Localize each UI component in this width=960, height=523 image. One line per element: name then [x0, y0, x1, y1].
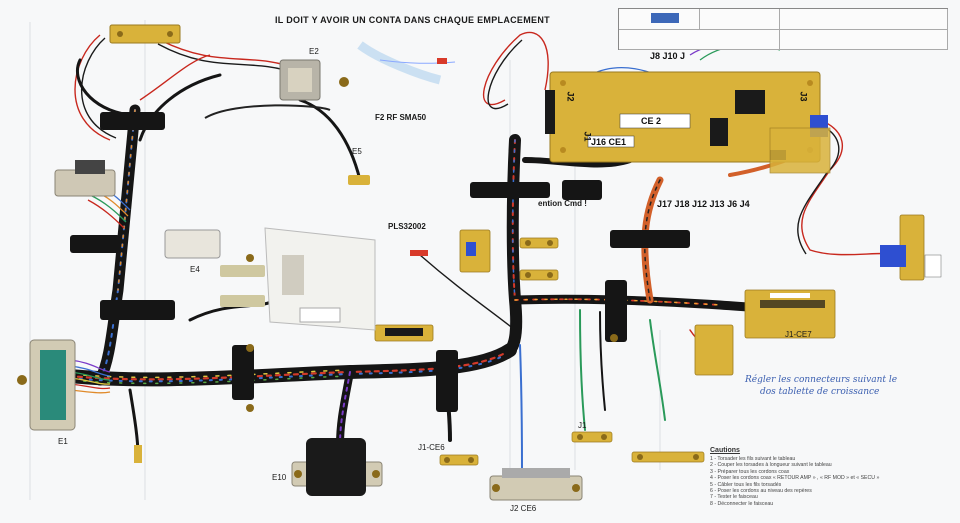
label-e2: E2	[309, 47, 319, 56]
label-j2-ce6: J2 CE6	[510, 504, 537, 513]
label-j3: J3	[798, 91, 809, 102]
label-j17-j4: J17 J18 J12 J13 J6 J4	[657, 199, 750, 209]
label-j1-ce7: J1-CE7	[785, 330, 812, 339]
caution-item: 5 - Câbler tous les fils torsadés	[710, 481, 782, 488]
label-e10: E10	[272, 473, 287, 482]
label-j8-j10: J8 J10 J	[650, 51, 686, 61]
label-e5: E5	[352, 147, 362, 156]
label-e1: E1	[58, 437, 68, 446]
drawing-title-block	[618, 8, 948, 50]
handwritten-note-line1: Régler les connecteurs suivant le	[745, 375, 898, 385]
cautions-list: 1 - Torsader les fils suivant le tableau…	[710, 456, 950, 507]
caution-item: 3 - Préparer tous les cordons coax	[710, 468, 790, 475]
handwritten-note-line2: dos tablette de croissance	[760, 387, 880, 397]
cautions-block: Cautions 1 - Torsader les fils suivant l…	[710, 447, 950, 507]
label-e4: E4	[190, 265, 200, 274]
label-j1-ce6: J1-CE6	[418, 443, 445, 452]
caution-item: 7 - Tester le faisceau	[710, 494, 758, 501]
label-j1: J1	[582, 131, 593, 142]
company-logo	[651, 13, 679, 23]
board-header-text: IL DOIT Y AVOIR UN CONTA DANS CHAQUE EMP…	[275, 15, 550, 25]
caution-item: 2 - Couper les torsades à longueur suiva…	[710, 462, 832, 469]
label-pls32002: PLS32002	[388, 222, 426, 231]
label-attention: ention Cmd !	[538, 199, 587, 208]
label-j16-ce1: J16 CE1	[591, 137, 627, 147]
caution-item: 6 - Poser les cordons au niveau des repè…	[710, 488, 812, 495]
caution-item: 1 - Torsader les fils suivant le tableau	[710, 456, 796, 462]
label-f2-rf-sma50: F2 RF SMA50	[375, 113, 427, 122]
label-ce2: CE 2	[641, 116, 662, 126]
caution-item: 4 - Poser les cordons coax « RETOUR AMP …	[710, 475, 880, 482]
caution-item: 8 - Déconnecter le faisceau	[710, 500, 774, 507]
label-j1-small: J1	[578, 421, 587, 430]
label-j2: J2	[565, 91, 576, 102]
cautions-title: Cautions	[710, 447, 740, 454]
